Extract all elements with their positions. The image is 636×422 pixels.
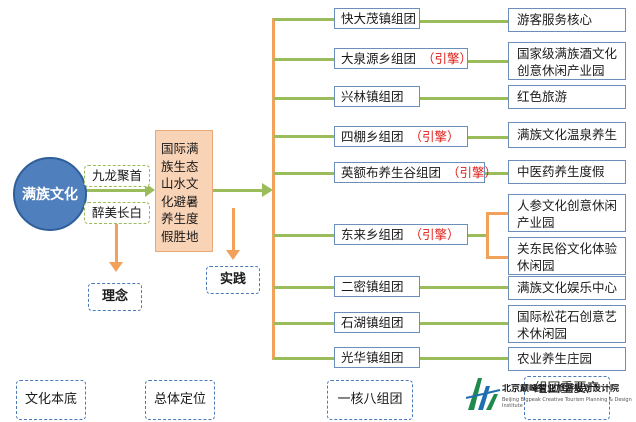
- branch-line: [274, 322, 334, 325]
- positioning-text: 国际满族生态山水文化避暑养生度假胜地: [161, 141, 199, 244]
- engine-tag: （引擎）: [447, 165, 498, 180]
- group-xinglin: 兴林镇组团: [334, 86, 420, 107]
- branch-line: [274, 172, 334, 175]
- branch-line: [485, 172, 508, 175]
- slogan-box: 九龙聚首: [84, 165, 150, 187]
- logo-mark-icon: [465, 378, 501, 410]
- trunk-line: [272, 18, 275, 360]
- connector-line: [115, 224, 118, 264]
- logo-en-text: Beijing Bigpeak Creative Tourism Plannin…: [502, 397, 632, 409]
- concept-box: 理念: [88, 283, 142, 311]
- branch-line: [420, 97, 508, 100]
- branch-line: [468, 136, 508, 139]
- branch-line: [274, 357, 334, 360]
- branch-line: [468, 60, 508, 63]
- branch-line: [274, 18, 334, 21]
- arrow-head: [109, 262, 123, 272]
- arrow-head: [262, 183, 273, 197]
- arrow-head: [226, 250, 240, 260]
- connector-line: [212, 189, 264, 192]
- connector-line: [80, 189, 150, 192]
- group-donglai: 东来乡组团（引擎）: [334, 224, 468, 245]
- connector-line: [232, 208, 235, 252]
- branch-line: [274, 135, 334, 138]
- feature-agri-manor: 农业养生庄园: [508, 347, 626, 371]
- label-overall-position: 总体定位: [145, 380, 215, 420]
- culture-core-circle: 满族文化: [13, 157, 87, 231]
- engine-tag: （引擎）: [409, 227, 460, 242]
- engine-tag: （引擎）: [409, 129, 460, 144]
- group-daquanyuan: 大泉源乡组团（引擎）: [334, 48, 472, 69]
- practice-box: 实践: [206, 266, 260, 294]
- branch-line: [274, 97, 334, 100]
- branch-line: [420, 322, 508, 325]
- group-ermi: 二密镇组团: [334, 276, 420, 297]
- split-line: [486, 212, 508, 215]
- label-key-projects: 组团重要产: [524, 376, 610, 420]
- feature-hot-spring: 满族文化温泉养生: [508, 122, 626, 148]
- branch-line: [274, 234, 334, 237]
- branch-line: [420, 357, 508, 360]
- label-culture-base: 文化本底: [16, 380, 86, 420]
- label-one-core-eight: 一核八组团: [327, 380, 413, 420]
- feature-red-tourism: 红色旅游: [508, 85, 626, 109]
- culture-core-label: 满族文化: [22, 187, 78, 203]
- group-shihu: 石湖镇组团: [334, 312, 420, 333]
- branch-line: [274, 286, 334, 289]
- feature-tcm-vacation: 中医药养生度假: [508, 160, 626, 184]
- branch-line: [420, 20, 508, 23]
- group-yingebu: 英额布养生谷组团（引擎）: [334, 162, 497, 183]
- slogan-box: 醉美长白: [84, 202, 150, 224]
- company-logo: 北京巅峰智业旅游规划设计院 Beijing Bigpeak Creative T…: [464, 370, 634, 420]
- feature-ginseng-park: 人参文化创意休闲产业园: [508, 194, 626, 232]
- split-line: [486, 256, 508, 259]
- feature-entertainment-center: 满族文化娱乐中心: [508, 276, 626, 300]
- feature-visitor-service: 游客服务核心: [508, 8, 626, 32]
- positioning-box: 国际满族生态山水文化避暑养生度假胜地: [155, 130, 213, 252]
- logo-cn-text: 北京巅峰智业旅游规划设计院: [502, 384, 620, 394]
- branch-line: [274, 58, 334, 61]
- group-kuaidamao: 快大茂镇组团: [334, 8, 420, 29]
- arrow-head: [145, 183, 155, 197]
- split-line: [486, 212, 489, 258]
- branch-line: [420, 286, 508, 289]
- feature-folk-custom-park: 关东民俗文化体验休闲园: [508, 237, 626, 275]
- engine-tag: （引擎）: [422, 51, 473, 66]
- group-sipeng: 四棚乡组团（引擎）: [334, 126, 468, 147]
- feature-liquor-culture: 国家级满族酒文化创意休闲产业园: [508, 42, 626, 80]
- group-guanghua: 光华镇组团: [334, 347, 420, 368]
- feature-songhua-stone: 国际松花石创意艺术休闲园: [508, 305, 626, 343]
